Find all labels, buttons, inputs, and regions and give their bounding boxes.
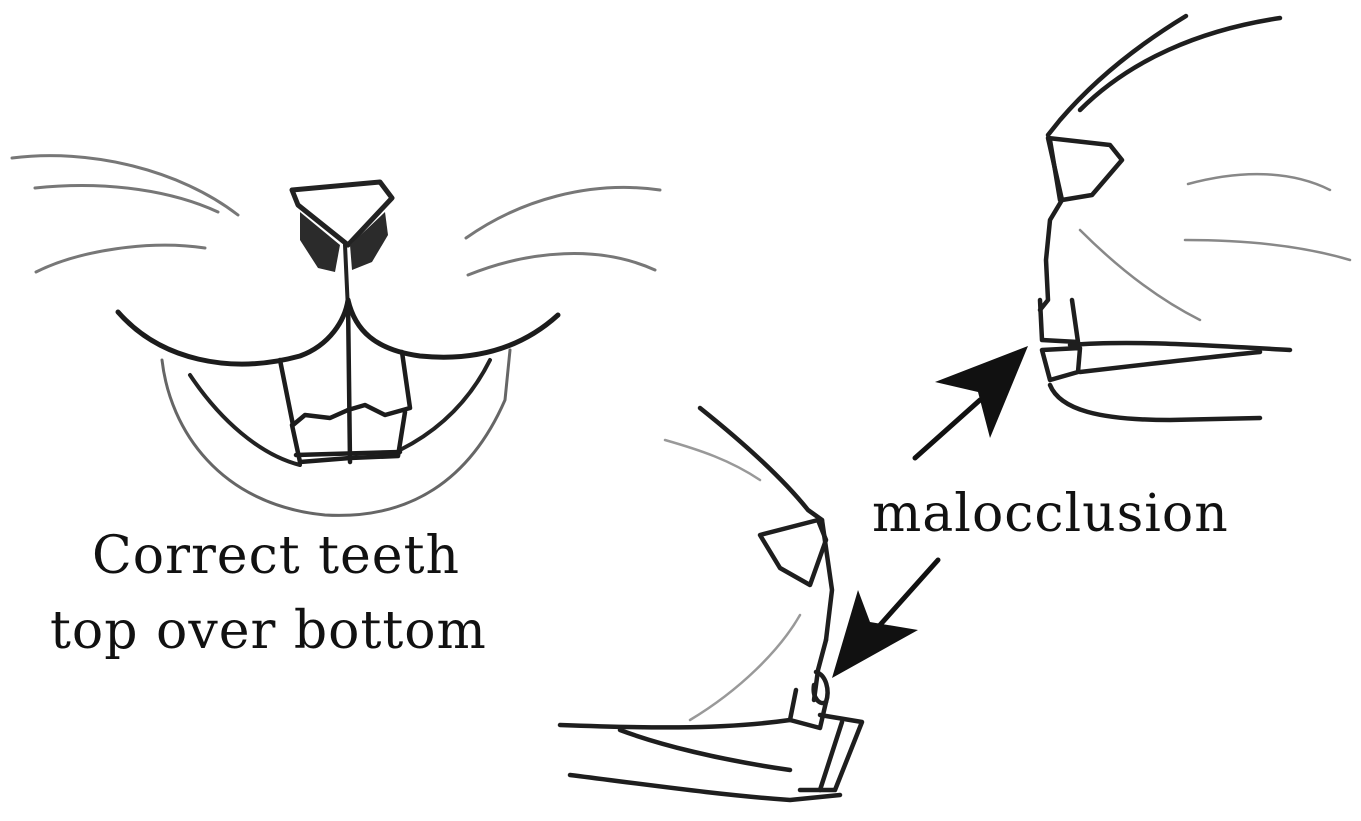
right-whiskers [466,187,660,275]
malocclusion-label: malocclusion [872,488,1229,540]
side-view-lower [560,408,862,800]
upper-lip [118,300,558,364]
top-over-bottom-label: top over bottom [50,605,487,657]
correct-teeth-label: Correct teeth [92,530,460,582]
arrow-to-lower-side-view [832,560,938,678]
upper-incisors [280,300,410,462]
lower-jaw [162,350,510,515]
side-view-upper [1040,16,1350,420]
left-whiskers [12,156,238,272]
nose [292,182,392,310]
arrow-to-upper-side-view [915,346,1028,458]
front-view-rabbit-mouth [12,156,660,516]
